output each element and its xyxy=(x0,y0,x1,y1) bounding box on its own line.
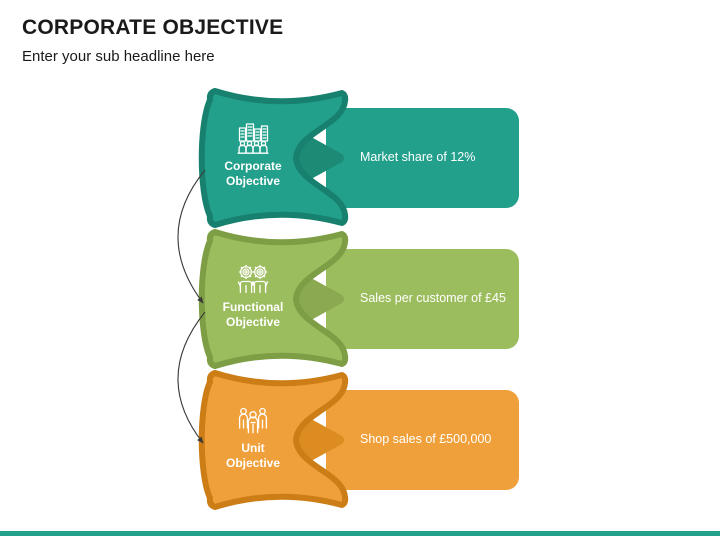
page-subtitle: Enter your sub headline here xyxy=(22,48,215,65)
connector-arrows xyxy=(177,169,206,444)
objective-banner-corporate[interactable] xyxy=(198,88,349,228)
objective-banner-unit[interactable] xyxy=(198,370,349,510)
connector-arrow-2 xyxy=(177,311,206,444)
value-panel-functional[interactable] xyxy=(326,249,519,349)
objective-row-corporate[interactable] xyxy=(198,88,519,228)
chevron-nub-corporate xyxy=(297,132,344,184)
connector-arrow-1 xyxy=(177,169,206,304)
chevron-nub-functional xyxy=(297,273,344,325)
page-title: CORPORATE OBJECTIVE xyxy=(22,16,284,39)
chevron-nub-unit xyxy=(297,414,344,466)
bottom-accent-bar xyxy=(0,531,720,536)
objective-row-unit[interactable] xyxy=(198,370,519,510)
value-panel-corporate[interactable] xyxy=(326,108,519,208)
objective-row-functional[interactable] xyxy=(198,229,519,369)
value-panel-unit[interactable] xyxy=(326,390,519,490)
objective-banner-functional[interactable] xyxy=(198,229,349,369)
